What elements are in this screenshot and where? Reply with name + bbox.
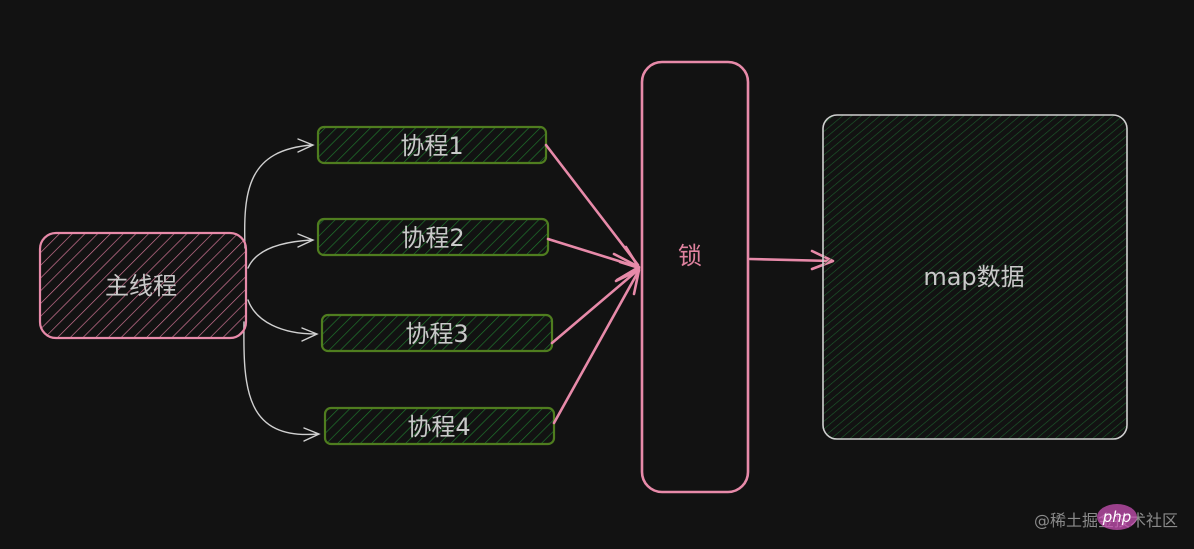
coroutine-label-1: 协程1: [400, 132, 463, 160]
coroutine-node-4: 协程4: [323, 406, 556, 446]
main-thread-node: 主线程: [38, 231, 248, 340]
coroutine-label-4: 协程4: [407, 413, 470, 441]
arrowhead-coroutine-4: [303, 427, 321, 442]
arrowhead-lock-c: [614, 268, 641, 296]
arrowhead-lock-b: [618, 245, 641, 270]
coroutine-node-2: 协程2: [316, 217, 550, 257]
arrow-main-to-coroutine-1: [243, 144, 313, 249]
arrow-lock-to-data: [748, 257, 834, 263]
lock-node: 锁: [640, 60, 750, 494]
coroutine-to-lock-arrows: [544, 143, 641, 425]
php-badge: php: [1097, 504, 1137, 530]
arrowhead-coroutine-3: [301, 327, 319, 342]
main-to-coroutine-arrows: [243, 138, 321, 442]
arrow-main-to-coroutine-2: [247, 239, 313, 269]
main-thread-label: 主线程: [105, 272, 177, 300]
coroutine-label-2: 协程2: [401, 224, 464, 252]
arrow-main-to-coroutine-4: [243, 321, 319, 436]
map-data-label: map数据: [923, 263, 1024, 291]
arrowhead-coroutine-1: [297, 138, 315, 153]
arrowhead-coroutine-2: [297, 233, 315, 248]
arrow-coroutine-4-to-lock: [552, 270, 640, 425]
coroutine-node-1: 协程1: [316, 125, 548, 165]
arrow-coroutine-1-to-lock: [544, 143, 640, 267]
arrow-main-to-coroutine-3: [247, 299, 317, 335]
coroutine-node-3: 协程3: [320, 313, 554, 353]
lock-to-data-arrow: [748, 249, 835, 271]
map-data-node: map数据: [822, 114, 1128, 440]
arrow-coroutine-3-to-lock: [550, 268, 640, 345]
coroutine-label-3: 协程3: [405, 320, 468, 348]
lock-label: 锁: [678, 242, 702, 270]
